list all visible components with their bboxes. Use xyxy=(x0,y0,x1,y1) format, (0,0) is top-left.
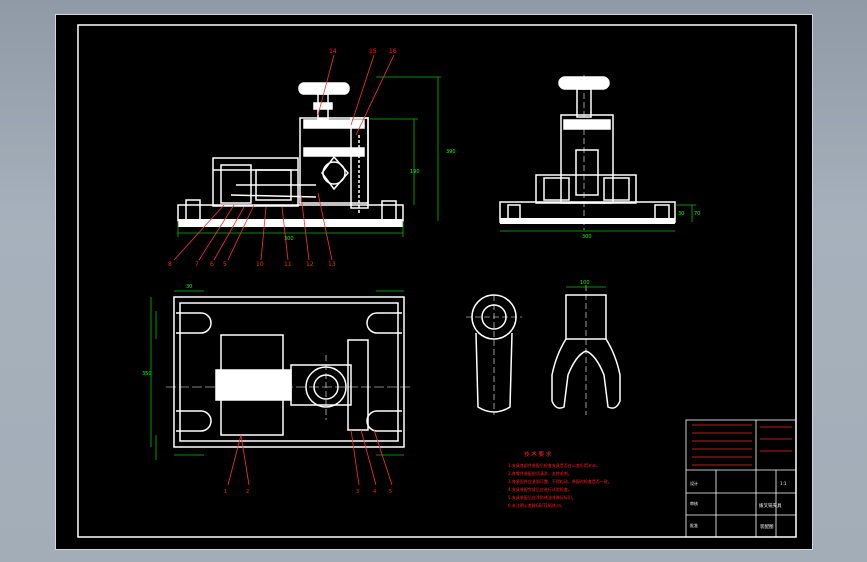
plan-callout-5: 5 xyxy=(389,489,392,495)
front-dimensions xyxy=(177,76,441,237)
plan-callout-1: 1 xyxy=(224,489,227,495)
callout-13: 13 xyxy=(328,261,336,268)
note-line: 3.各紧固件应紧固可靠，不得松动，装配时检查是否一致。 xyxy=(508,478,612,484)
callout-5: 5 xyxy=(223,261,227,268)
dim-front-height: 390 xyxy=(446,149,456,155)
dim-side-b: 70 xyxy=(694,211,700,217)
dim-fork-top: 100 xyxy=(580,280,590,286)
dim-side-width: 300 xyxy=(582,234,592,240)
dim-front-width: 300 xyxy=(284,236,294,242)
dim-front-height2: 190 xyxy=(410,169,420,175)
title-row-design: 设计 xyxy=(690,480,698,486)
title-name-cell: 拨叉铣夹具 xyxy=(759,502,782,509)
callout-12: 12 xyxy=(306,261,314,268)
dim-plan-corner: 30 xyxy=(186,284,192,290)
callout-7: 7 xyxy=(195,261,199,268)
side-dimensions xyxy=(500,204,696,232)
plan-callout-3: 3 xyxy=(356,489,359,495)
note-line: 5.夹具装配后应涂防锈油并做好标识。 xyxy=(508,494,576,500)
callout-8: 8 xyxy=(168,261,172,268)
callout-6: 6 xyxy=(210,261,214,268)
side-view xyxy=(499,75,676,230)
plan-callout-leaders xyxy=(227,429,393,486)
front-view xyxy=(177,82,404,227)
plan-callout-4: 4 xyxy=(373,489,376,495)
plan-callout-2: 2 xyxy=(246,489,249,495)
callout-14: 14 xyxy=(329,48,337,55)
assembly-drawing: 390 190 300 14 15 16 8 7 6 5 10 11 12 13 xyxy=(77,24,797,538)
notes-title: 技 术 要 求 xyxy=(524,450,552,458)
fork-part-view xyxy=(466,285,621,415)
note-line: 1.夹具各部件装配后检查夹具是否在公差0.05mm。 xyxy=(508,462,601,468)
drawing-frame xyxy=(77,24,797,538)
callout-15: 15 xyxy=(369,48,377,55)
plan-view xyxy=(166,296,411,448)
callout-11: 11 xyxy=(284,261,292,268)
title-row-approve: 批准 xyxy=(690,522,698,528)
dim-plan-height: 350 xyxy=(142,371,152,377)
front-callout-leaders xyxy=(173,54,395,261)
title-row-review: 审核 xyxy=(690,500,698,506)
note-line: 6.未注明公差按GB/T1804-m。 xyxy=(508,502,565,508)
plan-dimensions xyxy=(150,290,404,460)
title-block xyxy=(685,419,797,538)
dim-side-a: 30 xyxy=(678,211,684,217)
callout-10: 10 xyxy=(256,261,264,268)
title-drawing-no: 装配图 xyxy=(760,523,774,530)
drawing-viewport[interactable]: 390 190 300 14 15 16 8 7 6 5 10 11 12 13 xyxy=(55,14,813,550)
title-scale: 1:1 xyxy=(780,481,787,486)
note-line: 2.各零件装配前须清洗，去除毛刺。 xyxy=(508,470,572,476)
note-line: 4.夹具装配完成后应进行试验检查。 xyxy=(508,486,572,492)
technical-notes: 技 术 要 求 1.夹具各部件装配后检查夹具是否在公差0.05mm。 2.各零件… xyxy=(508,450,612,508)
callout-16: 16 xyxy=(389,48,397,55)
